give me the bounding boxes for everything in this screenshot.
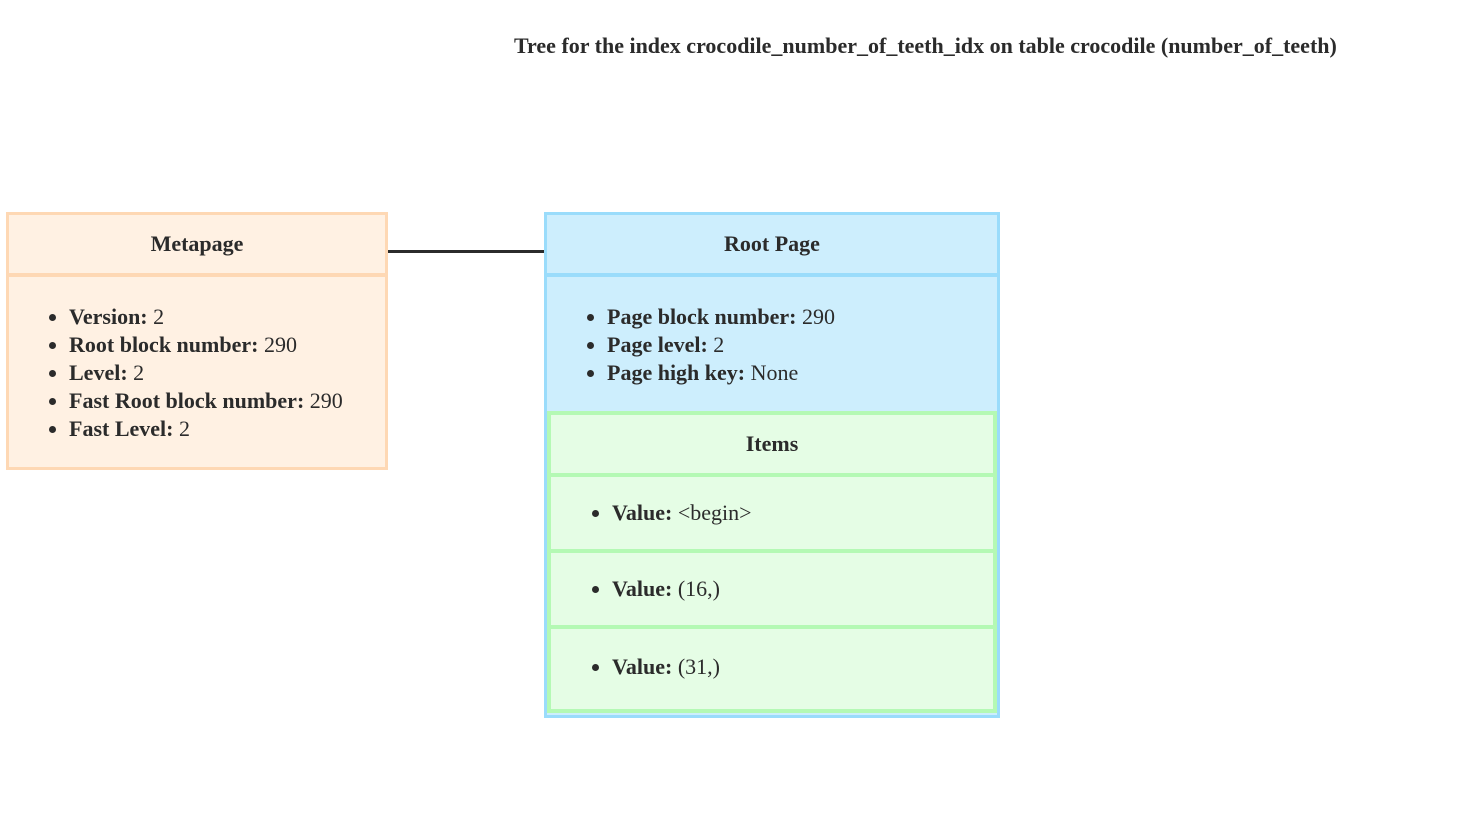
item-value: Value: (31,) (612, 654, 720, 680)
item-row: Value: (31,) (551, 629, 993, 705)
metapage-prop-fast-root-block: Fast Root block number: 290 (69, 387, 385, 415)
metapage-prop-fast-level: Fast Level: 2 (69, 415, 385, 443)
item-row: Value: <begin> (551, 477, 993, 553)
metapage-node: Metapage Version: 2 Root block number: 2… (6, 212, 388, 470)
metapage-header: Metapage (9, 215, 385, 277)
items-header: Items (551, 415, 993, 477)
root-prop-block-number: Page block number: 290 (607, 303, 997, 331)
items-box: Items Value: <begin> Value: (16,) Value:… (547, 411, 997, 713)
item-value: Value: (16,) (612, 576, 720, 602)
item-row: Value: (16,) (551, 553, 993, 629)
root-prop-high-key: Page high key: None (607, 359, 997, 387)
metapage-props: Version: 2 Root block number: 290 Level:… (9, 277, 385, 443)
item-value: Value: <begin> (612, 500, 752, 526)
metapage-prop-root-block: Root block number: 290 (69, 331, 385, 359)
root-page-header: Root Page (547, 215, 997, 277)
metapage-prop-level: Level: 2 (69, 359, 385, 387)
metapage-root-edge (383, 250, 546, 253)
page-title: Tree for the index crocodile_number_of_t… (514, 33, 1337, 58)
root-prop-level: Page level: 2 (607, 331, 997, 359)
root-page-props: Page block number: 290 Page level: 2 Pag… (547, 277, 997, 401)
root-page-node: Root Page Page block number: 290 Page le… (544, 212, 1000, 718)
metapage-prop-version: Version: 2 (69, 303, 385, 331)
